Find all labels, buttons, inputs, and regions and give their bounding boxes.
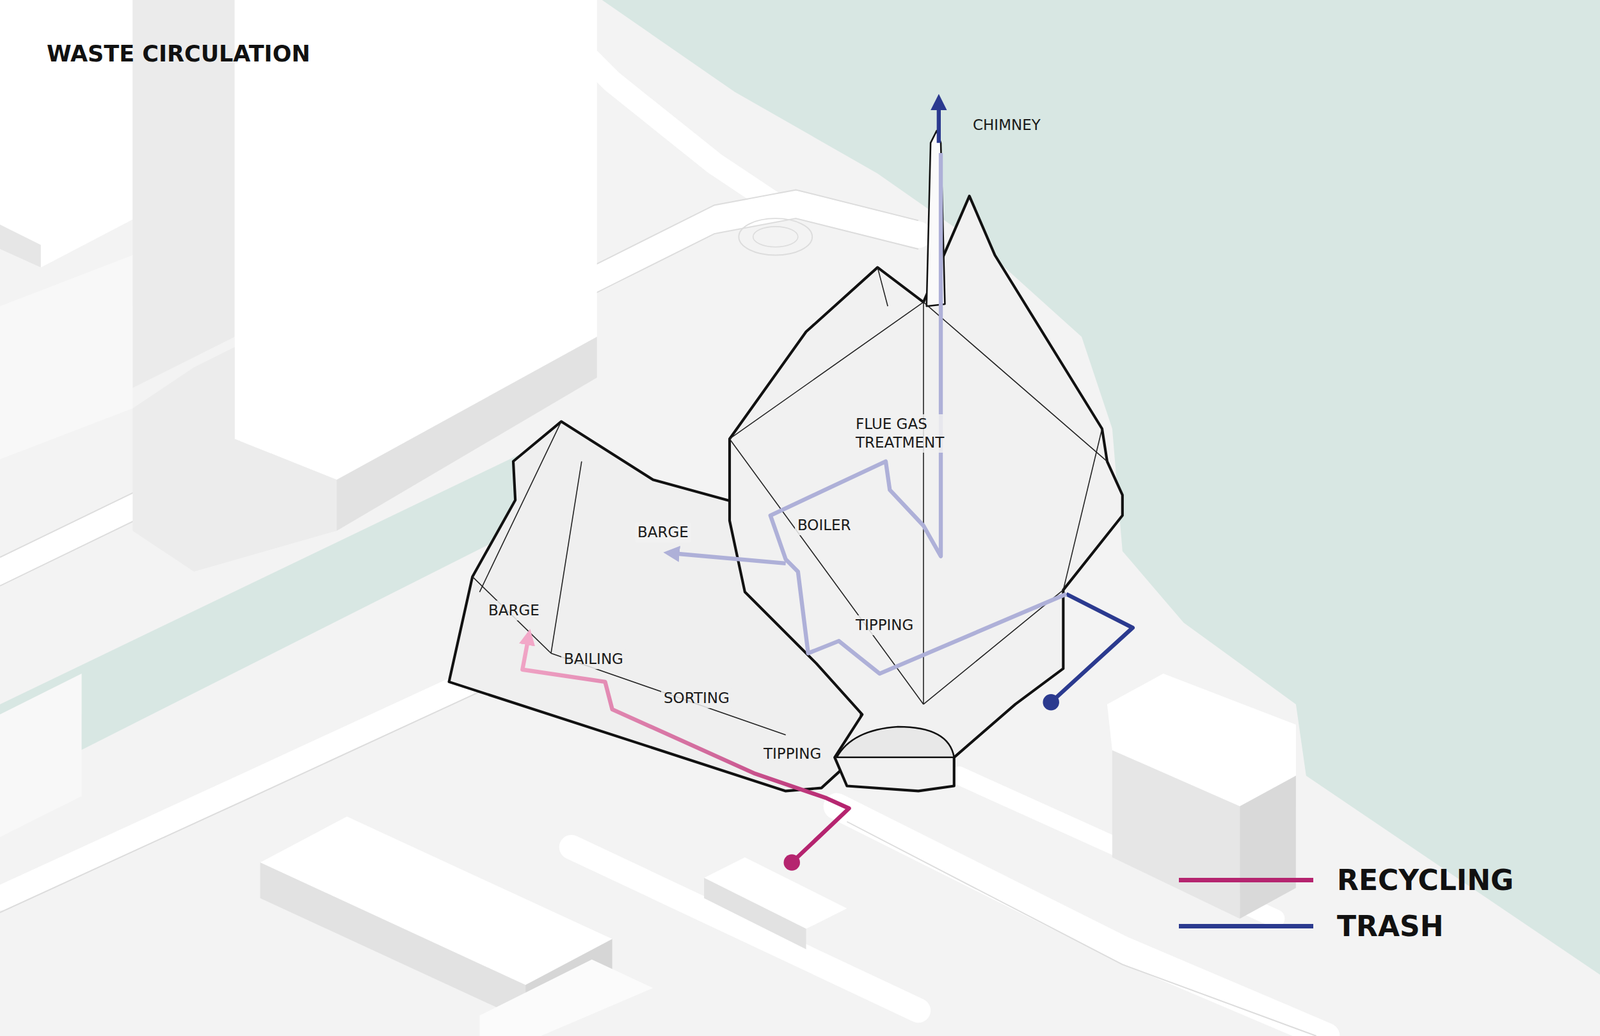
legend-text: TRASH (1336, 909, 1444, 943)
process-label: BAILING (561, 648, 626, 669)
process-label: BARGE (634, 522, 692, 543)
process-label: BARGE (485, 600, 543, 621)
chimney-label: CHIMNEY (970, 115, 1044, 136)
legend-swatch (1178, 923, 1314, 928)
process-label: TIPPING (760, 743, 824, 764)
legend-text: RECYCLING (1336, 863, 1514, 896)
process-label: BOILER (794, 515, 854, 536)
process-label: TIPPING (853, 615, 916, 635)
process-label: SORTING (661, 688, 733, 708)
process-label: FLUE GAS TREATMENT (853, 414, 960, 453)
diagram-title: WASTE CIRCULATION (46, 40, 311, 67)
legend-swatch (1178, 877, 1314, 882)
